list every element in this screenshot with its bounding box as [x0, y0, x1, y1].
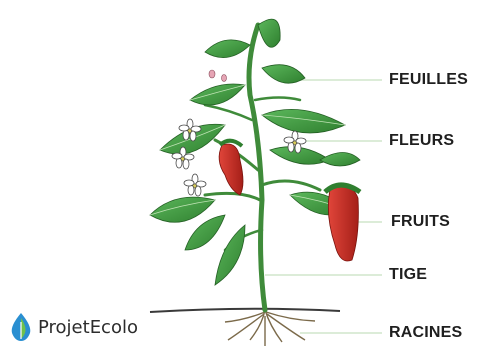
pepper-left [219, 144, 243, 195]
flower-buds [209, 70, 227, 82]
pepper-right [328, 186, 358, 262]
brand-name: ProjetEcolo [38, 317, 138, 338]
flower-3 [184, 174, 206, 196]
brand-logo: ProjetEcolo [8, 312, 138, 342]
label-stem: TIGE [389, 266, 427, 284]
leaf-drop-icon [8, 312, 34, 342]
label-leaves: FEUILLES [389, 71, 468, 89]
roots [225, 310, 315, 346]
label-flowers: FLEURS [389, 132, 454, 150]
ground-line [150, 309, 340, 312]
label-fruits: FRUITS [391, 213, 450, 231]
label-roots: RACINES [389, 324, 462, 342]
